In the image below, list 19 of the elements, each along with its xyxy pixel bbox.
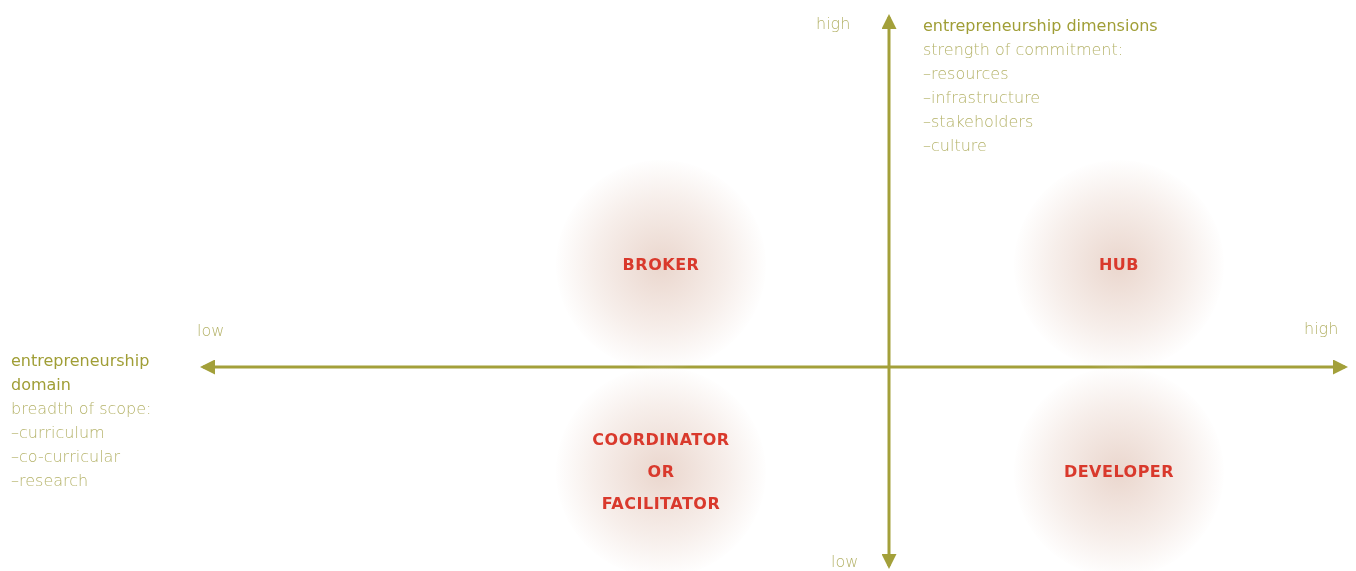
list-item: –curriculum bbox=[11, 422, 105, 444]
list-item: –infrastructure bbox=[923, 87, 1041, 109]
quadrant-label: HUB bbox=[1097, 254, 1141, 276]
list-item: –co-curricular bbox=[11, 446, 120, 468]
quadrant-label: COORDINATOR OR FACILITATOR bbox=[591, 429, 731, 515]
list-item: –culture bbox=[923, 135, 987, 157]
axis-end-label: high bbox=[816, 13, 851, 35]
quadrant-label: DEVELOPER bbox=[1062, 461, 1176, 483]
axis-end-label: low bbox=[831, 551, 859, 571]
list-item: –research bbox=[11, 470, 89, 492]
list-item: –resources bbox=[923, 63, 1009, 85]
axis-description: breadth of scope: bbox=[11, 398, 152, 420]
axis-end-label: high bbox=[1304, 318, 1339, 340]
quadrant-label: BROKER bbox=[621, 254, 701, 276]
axis-description: strength of commitment: bbox=[923, 39, 1124, 61]
axis-title: entrepreneurship domain bbox=[11, 350, 151, 396]
list-item: –stakeholders bbox=[923, 111, 1034, 133]
axis-end-label: low bbox=[197, 320, 225, 342]
axis-title: entrepreneurship dimensions bbox=[923, 15, 1158, 37]
